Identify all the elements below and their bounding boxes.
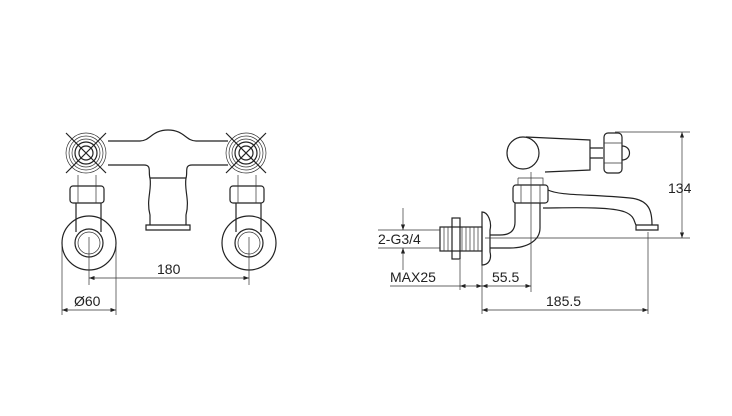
dim-flange-diameter: Ø60 <box>74 293 101 309</box>
left-nut <box>69 175 105 204</box>
dim-projection: 185.5 <box>546 293 581 309</box>
spout-side <box>542 189 659 231</box>
supply-pipe <box>490 203 541 249</box>
dim-max-wall: MAX25 <box>390 269 436 285</box>
left-cross-handle <box>65 132 107 174</box>
threaded-connector <box>439 217 483 260</box>
dim-center-distance: 180 <box>157 261 181 277</box>
dim-offset: 55.5 <box>492 269 519 285</box>
dim-thread: 2-G3/4 <box>378 231 421 247</box>
valve-body <box>108 129 228 179</box>
side-nut <box>512 184 549 204</box>
dim-height: 134 <box>668 180 692 196</box>
wall-flange <box>481 211 492 266</box>
right-nut <box>229 175 265 204</box>
right-cross-handle <box>225 132 267 174</box>
front-view: 180 Ø60 <box>61 129 277 315</box>
side-view: 134 2-G3/4 MAX25 55.5 185.5 <box>378 131 692 314</box>
spout-front <box>145 177 191 231</box>
valve-body-side <box>525 136 603 173</box>
valve-ball <box>506 136 540 170</box>
side-handle <box>603 132 631 174</box>
